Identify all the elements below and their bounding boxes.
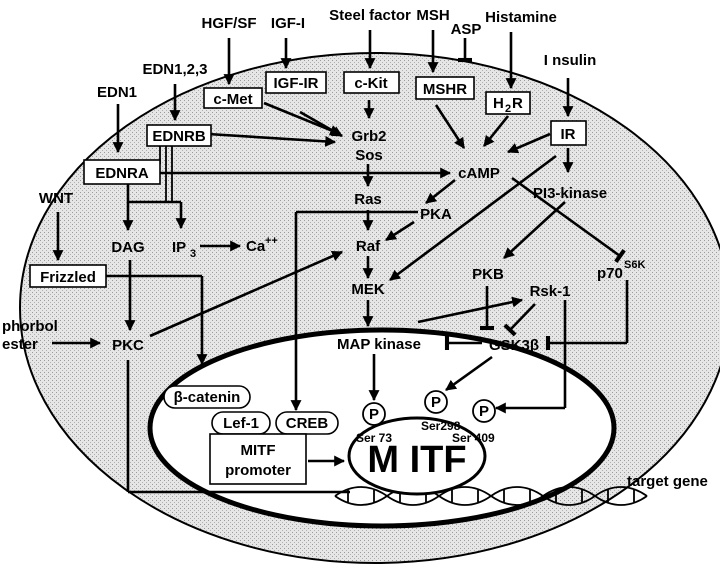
mitf-promoter-box: MITF promoter	[209, 433, 307, 485]
svg-text:promoter: promoter	[225, 462, 291, 479]
ligand-edn123: EDN1,2,3	[142, 61, 207, 78]
phosphosite-ser73: P Ser 73	[356, 402, 392, 445]
svg-text:CREB: CREB	[286, 415, 329, 432]
receptor-ir: IR	[550, 120, 587, 146]
node-pi3-kinase: PI3-kinase	[533, 185, 607, 202]
node-grb2: Grb2	[351, 128, 386, 145]
svg-text:p70: p70	[597, 265, 623, 282]
svg-text:IR: IR	[561, 126, 576, 143]
svg-text:M ITF: M ITF	[367, 439, 466, 481]
svg-text:P: P	[431, 394, 441, 411]
node-pkb: PKB	[472, 266, 504, 283]
svg-text:c-Met: c-Met	[213, 91, 252, 108]
receptor-mshr: MSHR	[415, 76, 475, 100]
node-beta-catenin: β-catenin	[163, 385, 251, 409]
svg-text:Ca: Ca	[246, 238, 266, 255]
receptor-ckit: c-Kit	[343, 71, 400, 94]
dna-helix	[334, 486, 648, 506]
ligand-msh: MSH	[416, 7, 449, 24]
svg-text:R: R	[512, 95, 523, 112]
ligand-histamine: Histamine	[485, 9, 557, 26]
target-gene-label: target gene	[627, 473, 708, 490]
ligand-phorbol: phorbol	[2, 318, 58, 335]
svg-text:IGF-IR: IGF-IR	[274, 75, 319, 92]
svg-text:3: 3	[190, 248, 196, 260]
svg-text:β-catenin: β-catenin	[174, 389, 241, 406]
node-map-kinase: MAP kinase	[337, 336, 421, 353]
phosphosite-ser409: P Ser 409	[452, 399, 496, 445]
ligand-phorbol-ester: ester	[2, 336, 38, 353]
svg-text:Frizzled: Frizzled	[40, 269, 96, 286]
svg-text:IP: IP	[172, 239, 186, 256]
svg-text:P: P	[479, 403, 489, 420]
ligand-edn1: EDN1	[97, 84, 137, 101]
node-rsk1: Rsk-1	[530, 283, 571, 300]
node-pkc: PKC	[112, 337, 144, 354]
node-gsk3b: GSK3β	[489, 337, 539, 354]
svg-text:Ser 73: Ser 73	[356, 431, 392, 445]
svg-text:H: H	[493, 95, 504, 112]
svg-text:EDNRB: EDNRB	[152, 128, 206, 145]
ligand-hgf: HGF/SF	[202, 15, 257, 32]
svg-text:++: ++	[265, 235, 278, 247]
ligand-steel-factor: Steel factor	[329, 7, 411, 24]
node-p70s6k: p70 S6K	[597, 259, 645, 282]
svg-text:P: P	[369, 406, 379, 423]
svg-text:MSHR: MSHR	[423, 81, 467, 98]
node-dag: DAG	[111, 239, 144, 256]
svg-text:MITF: MITF	[241, 442, 276, 459]
phosphosite-ser298: P Ser298	[421, 390, 461, 433]
node-raf: Raf	[356, 238, 381, 255]
svg-text:c-Kit: c-Kit	[354, 75, 387, 92]
node-mek: MEK	[351, 281, 385, 298]
receptor-igfir: IGF-IR	[265, 71, 327, 94]
ligand-wnt: WNT	[39, 190, 73, 207]
ligand-asp: ASP	[451, 21, 482, 38]
node-ras: Ras	[354, 191, 382, 208]
node-lef1: Lef-1	[211, 411, 271, 435]
receptor-frizzled: Frizzled	[29, 264, 107, 288]
receptor-ednra: EDNRA	[83, 159, 161, 185]
ligand-insulin: I nsulin	[544, 52, 597, 69]
ligand-igf1: IGF-I	[271, 15, 305, 32]
node-mitf: M ITF	[347, 416, 487, 496]
node-sos: Sos	[355, 147, 383, 164]
node-pka: PKA	[420, 206, 452, 223]
svg-text:Ser298: Ser298	[421, 419, 461, 433]
node-camp: cAMP	[458, 165, 500, 182]
node-calcium: Ca ++	[246, 235, 278, 255]
svg-text:Lef-1: Lef-1	[223, 415, 259, 432]
receptor-ednrb: EDNRB	[146, 124, 212, 147]
svg-text:Ser 409: Ser 409	[452, 431, 495, 445]
svg-text:2: 2	[505, 103, 511, 115]
svg-text:EDNRA: EDNRA	[95, 165, 149, 182]
node-ip3: IP 3	[172, 239, 196, 260]
receptor-h2r: H 2 R	[485, 91, 531, 115]
node-creb: CREB	[275, 411, 339, 435]
receptor-cmet: c-Met	[203, 87, 263, 109]
pathway-connections	[52, 30, 629, 494]
svg-text:S6K: S6K	[624, 259, 645, 271]
